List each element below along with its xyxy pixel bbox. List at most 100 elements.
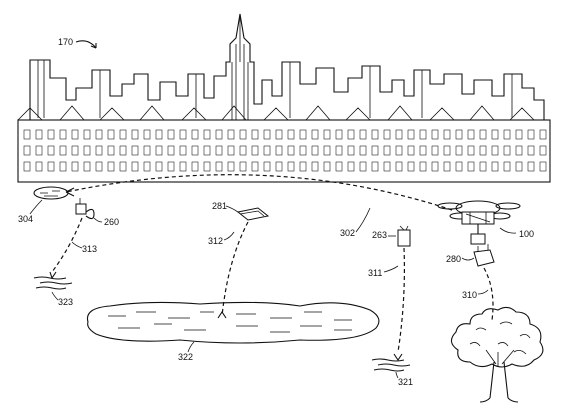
label-311: 311 [368,268,382,278]
window-mark [203,161,211,172]
window-mark [59,161,67,172]
window-mark [479,145,487,156]
window-mark [47,161,55,172]
window-mark [371,161,379,172]
window-mark [227,161,235,172]
window-mark [179,145,187,156]
window-mark [59,129,67,140]
window-mark [503,161,511,172]
window-mark [371,145,379,156]
window-mark [107,161,115,172]
label-322: 322 [178,352,193,362]
label-170: 170 [58,37,73,47]
window-mark [95,129,103,140]
window-mark [95,145,103,156]
package-280-icon [473,244,495,267]
window-mark [107,145,115,156]
window-mark [515,145,523,156]
window-mark [407,161,415,172]
window-mark [527,145,535,156]
window-mark [431,161,439,172]
window-mark [479,129,487,140]
window-mark [383,145,391,156]
window-mark [167,145,175,156]
window-mark [491,161,499,172]
window-mark [491,129,499,140]
window-mark [215,129,223,140]
path-302 [65,174,453,211]
window-mark [395,161,403,172]
window-mark [347,161,355,172]
window-mark [167,129,175,140]
window-mark [335,145,343,156]
lake-322 [86,301,380,344]
window-mark [275,129,283,140]
window-mark [227,129,235,140]
window-mark [143,129,151,140]
window-mark [203,145,211,156]
window-mark [299,161,307,172]
label-323: 323 [58,297,73,307]
label-281: 281 [212,201,227,211]
window-mark [311,145,319,156]
window-mark [539,145,547,156]
window-mark [23,145,31,156]
window-mark [131,129,139,140]
window-mark [263,145,271,156]
path-312 [221,221,249,317]
window-mark [35,145,43,156]
window-mark [395,145,403,156]
label-263: 263 [372,230,387,240]
window-mark [527,161,535,172]
city-skyline [17,13,551,183]
window-mark [155,161,163,172]
label-302: 302 [340,228,355,238]
window-mark [467,129,475,140]
arrow-170 [75,40,97,49]
window-mark [47,129,55,140]
rowhouse-windows [23,129,547,172]
window-mark [431,145,439,156]
window-mark [239,145,247,156]
window-mark [467,161,475,172]
water-323-icon [33,271,73,290]
window-mark [455,161,463,172]
window-mark [443,161,451,172]
window-mark [299,145,307,156]
window-mark [191,145,199,156]
window-mark [191,129,199,140]
label-321: 321 [398,377,413,387]
window-mark [83,145,91,156]
window-mark [71,145,79,156]
label-313: 313 [82,244,97,254]
window-mark [299,129,307,140]
window-mark [323,161,331,172]
window-mark [83,129,91,140]
window-mark [35,129,43,140]
window-mark [443,129,451,140]
window-mark [419,161,427,172]
window-mark [239,161,247,172]
window-mark [239,129,247,140]
water-321-icon [371,353,411,372]
window-mark [539,161,547,172]
window-mark [335,129,343,140]
item-260-icon [75,198,95,220]
window-mark [383,129,391,140]
window-mark [83,161,91,172]
window-mark [119,129,127,140]
window-mark [107,129,115,140]
window-mark [251,161,259,172]
window-mark [515,161,523,172]
label-280: 280 [446,254,461,264]
label-310: 310 [462,290,477,300]
window-mark [287,145,295,156]
window-mark [419,145,427,156]
window-mark [95,161,103,172]
window-mark [287,161,295,172]
window-mark [311,129,319,140]
tree-icon [450,306,544,403]
window-mark [71,129,79,140]
window-mark [527,129,535,140]
window-mark [167,161,175,172]
